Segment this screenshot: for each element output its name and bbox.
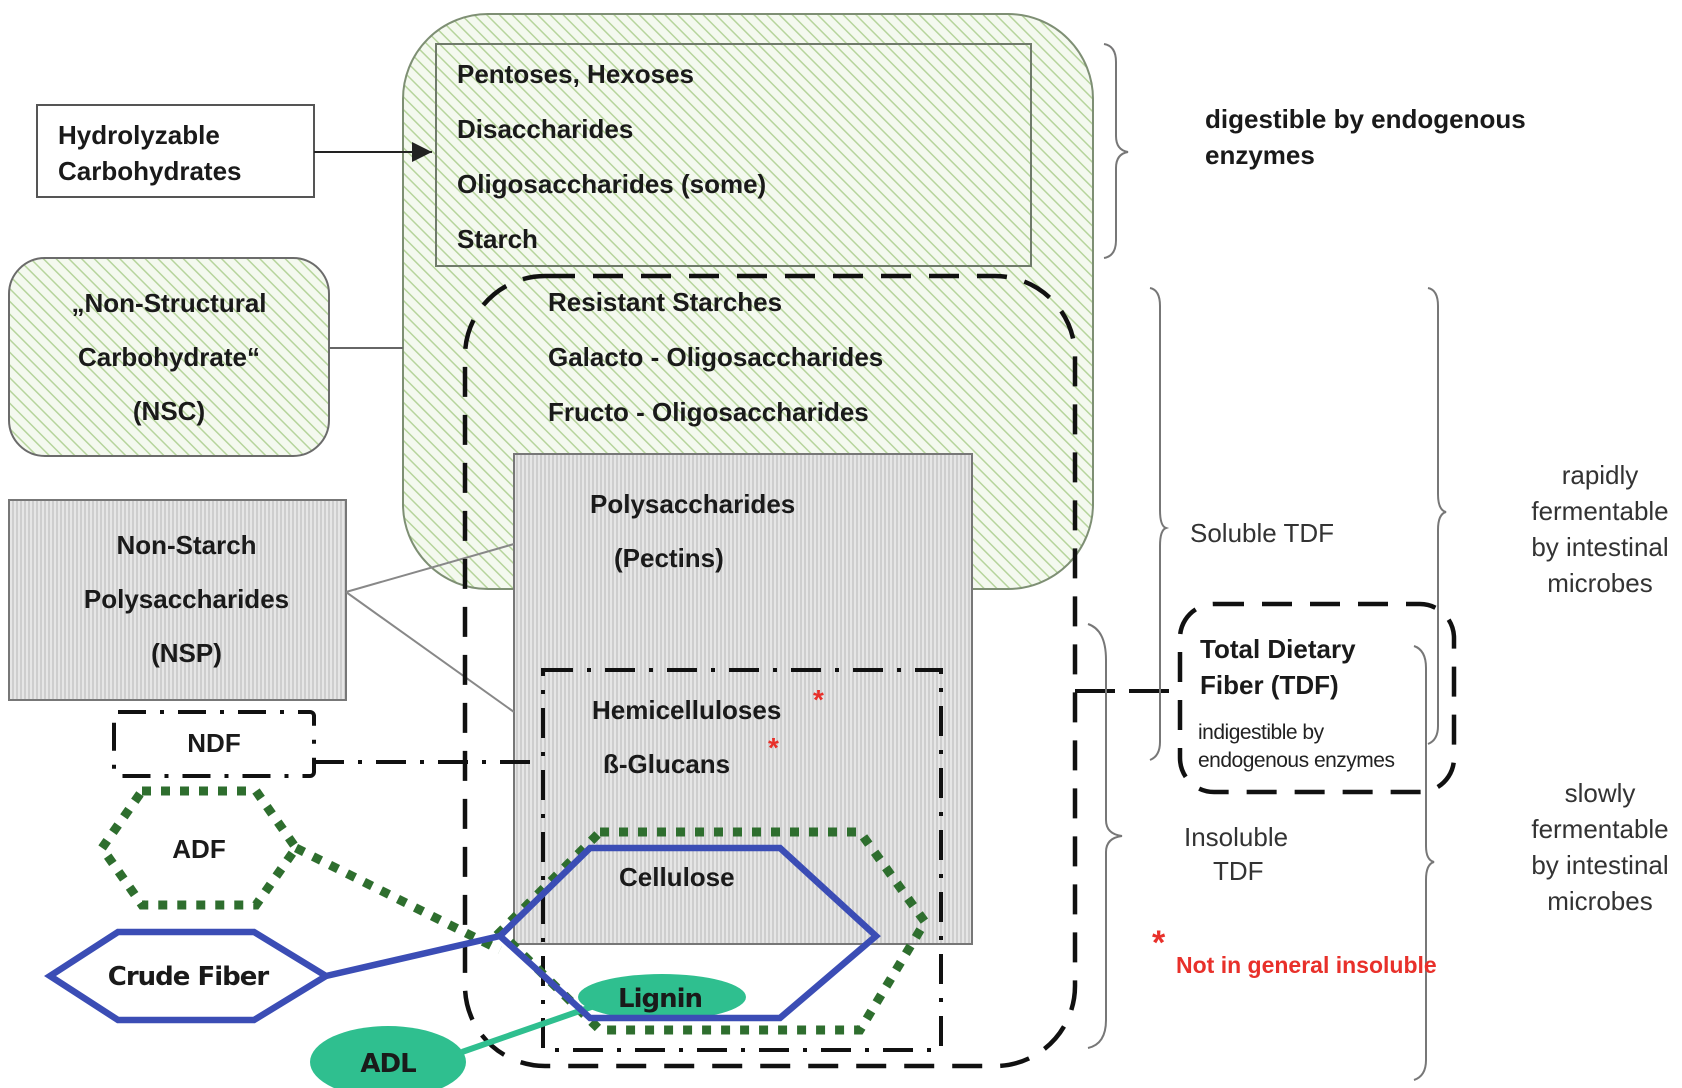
adf-connector [293,843,503,955]
rapidly-line1: rapidly [1561,460,1639,490]
adf-hexagon [96,786,302,910]
pectins-label: (Pectins) [614,543,724,573]
rapidly-line3: by intestinal [1531,532,1669,562]
polysaccharides-label: Polysaccharides [590,489,796,519]
resistant-item: Resistant Starches [548,287,783,317]
crude-fiber-hexagon [44,928,333,1024]
hydrolyzable-label-line1: Hydrolyzable [58,120,220,150]
ndf-label: NDF [187,728,241,758]
tdf-title-line2: Fiber (TDF) [1200,670,1339,700]
brace-digestible [1103,43,1129,259]
resistant-item: Fructo - Oligosaccharides [548,397,869,427]
crude-fiber-connector [325,932,501,980]
hemicelluloses-label: Hemicelluloses [592,695,782,725]
brace-slowly [1413,645,1435,1081]
beta-glucans-label: ß-Glucans [603,749,731,779]
footnote-text: Not in general insoluble [1176,952,1437,978]
tdf-title-line1: Total Dietary [1200,634,1356,664]
hemicelluloses-footnote-marker: * [813,684,824,715]
ndf-box [112,710,316,778]
adl-ellipse [310,1026,466,1088]
hydrolyzable-label-line2: Carbohydrates [58,156,242,186]
slowly-line2: fermentable [1531,814,1669,844]
brace-insoluble [1087,623,1123,1049]
digestible-annotation-line2: enzymes [1205,140,1315,170]
nsc-label-line2: Carbohydrate“ [77,342,261,372]
nsp-box [8,499,347,701]
slowly-line4: microbes [1547,886,1653,916]
ndf-dashdot-region [541,668,943,1052]
tdf-dashed-region [462,273,1078,1069]
resistant-item: Galacto - Oligosaccharides [548,342,884,372]
rapidly-line2: fermentable [1531,496,1669,526]
rapidly-line4: microbes [1547,568,1653,598]
cellulose-label: Cellulose [619,862,735,892]
soluble-tdf-label: Soluble TDF [1190,518,1335,548]
tdf-subtitle-line2: endogenous enzymes [1198,749,1395,772]
adf-label: ADF [172,834,226,864]
digestible-item: Starch [457,224,538,254]
crude-fiber-label: Crude Fiber [107,962,269,992]
beta-glucans-footnote-marker: * [768,732,779,763]
footnote-marker: * [1152,924,1166,962]
nsp-connector-upper [345,543,515,593]
nsp-label-line2: Polysaccharides [83,584,290,614]
nsp-label-line3: (NSP) [151,638,222,668]
digestible-item: Disaccharides [457,114,634,144]
nsc-label-line3: (NSC) [132,396,206,426]
digestible-items-box [435,43,1032,267]
slowly-line3: by intestinal [1531,850,1669,880]
lignin-label: Lignin [618,984,703,1014]
tdf-subtitle-line1: indigestible by [1198,721,1324,744]
brace-soluble [1149,287,1170,761]
digestible-item: Pentoses, Hexoses [457,59,695,89]
lignin-ellipse [578,974,746,1020]
insoluble-tdf-line1: Insoluble [1184,822,1289,852]
hydrolyzable-box [36,104,315,198]
brace-rapidly [1427,287,1447,745]
tdf-box [1177,601,1457,795]
nsc-box [8,257,330,457]
polysaccharides-box [513,453,973,945]
adl-connector [461,1003,595,1055]
adl-label: ADL [360,1049,416,1079]
insoluble-tdf-line2: TDF [1213,856,1264,886]
nsp-connector-lower [345,591,515,713]
digestible-annotation-line1: digestible by endogenous [1205,104,1526,134]
nsc-label-line1: „Non-Structural [71,288,267,318]
digestible-item: Oligosaccharides (some) [457,169,767,199]
slowly-line1: slowly [1564,778,1636,808]
nsp-label-line1: Non-Starch [116,530,257,560]
